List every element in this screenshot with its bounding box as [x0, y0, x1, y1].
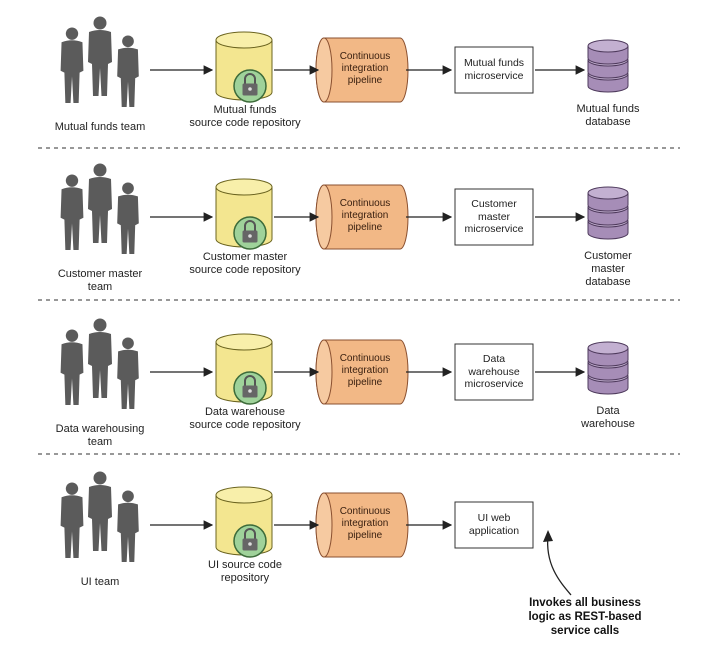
- repository-label: Customer master source code repository: [189, 251, 301, 276]
- lock-icon: [233, 371, 267, 405]
- team-people-icon: [60, 318, 139, 409]
- database-icon: [587, 186, 629, 240]
- pipeline-label: Continuous integration pipeline: [339, 506, 391, 541]
- person-icon: [117, 182, 139, 254]
- person-icon: [60, 27, 84, 103]
- diagram-row: [60, 318, 629, 409]
- lock-icon: [233, 216, 267, 250]
- database-label: Data warehouse: [581, 405, 635, 430]
- annotation-arrow: [543, 530, 572, 596]
- service-label: Mutual funds microservice: [463, 57, 525, 82]
- repository-cylinder: [215, 333, 273, 405]
- pipeline-label: Continuous integration pipeline: [339, 353, 391, 388]
- service-label: UI web application: [468, 512, 520, 537]
- database-label: Customer master database: [584, 250, 632, 288]
- repository-label: Data warehouse source code repository: [189, 406, 301, 431]
- person-icon: [88, 16, 112, 96]
- person-icon: [117, 490, 139, 562]
- team-label: Customer master team: [57, 268, 143, 293]
- team-people-icon: [60, 16, 139, 107]
- diagram-row: [60, 471, 534, 562]
- team-people-icon: [60, 471, 139, 562]
- person-icon: [117, 35, 139, 107]
- repository-cylinder: [215, 178, 273, 250]
- service-box: [454, 501, 534, 549]
- person-icon: [88, 318, 112, 398]
- lock-icon: [233, 524, 267, 558]
- service-label: Customer master microservice: [464, 198, 524, 235]
- pipeline-label: Continuous integration pipeline: [339, 51, 391, 86]
- pipeline-cylinder: [315, 37, 409, 103]
- diagram-row: [60, 16, 629, 107]
- team-people-icon: [60, 163, 139, 254]
- person-icon: [88, 163, 112, 243]
- pipeline-cylinder: [315, 339, 409, 405]
- database-icon: [587, 39, 629, 93]
- person-icon: [88, 471, 112, 551]
- database-icon: [587, 341, 629, 395]
- person-icon: [60, 174, 84, 250]
- diagram-row: [60, 163, 629, 254]
- annotation-text: Invokes all business logic as REST-based…: [528, 597, 642, 637]
- team-label: Mutual funds team: [54, 121, 146, 133]
- service-box: [454, 188, 534, 246]
- repository-label: Mutual funds source code repository: [189, 104, 301, 129]
- service-box: [454, 343, 534, 401]
- repository-cylinder: [215, 31, 273, 103]
- person-icon: [117, 337, 139, 409]
- repository-label: UI source code repository: [208, 559, 282, 584]
- database-label: Mutual funds database: [576, 103, 640, 128]
- service-box: [454, 46, 534, 94]
- repository-cylinder: [215, 486, 273, 558]
- person-icon: [60, 482, 84, 558]
- pipeline-cylinder: [315, 492, 409, 558]
- team-label: UI team: [80, 576, 120, 588]
- pipeline-label: Continuous integration pipeline: [339, 198, 391, 233]
- person-icon: [60, 329, 84, 405]
- service-label: Data warehouse microservice: [464, 353, 524, 390]
- lock-icon: [233, 69, 267, 103]
- team-label: Data warehousing team: [55, 423, 145, 448]
